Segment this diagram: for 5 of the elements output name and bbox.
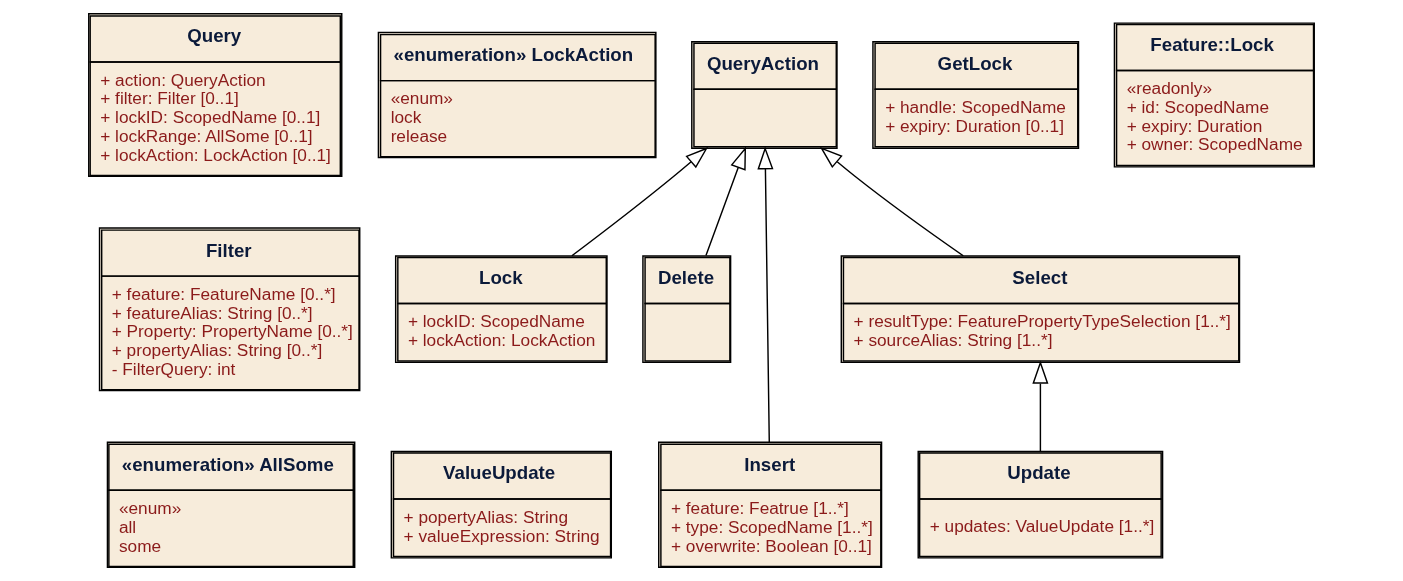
arrow [571, 147, 709, 257]
arrow [705, 146, 747, 257]
arrow [757, 146, 774, 443]
arrow [1032, 360, 1049, 452]
arrow [819, 147, 964, 257]
